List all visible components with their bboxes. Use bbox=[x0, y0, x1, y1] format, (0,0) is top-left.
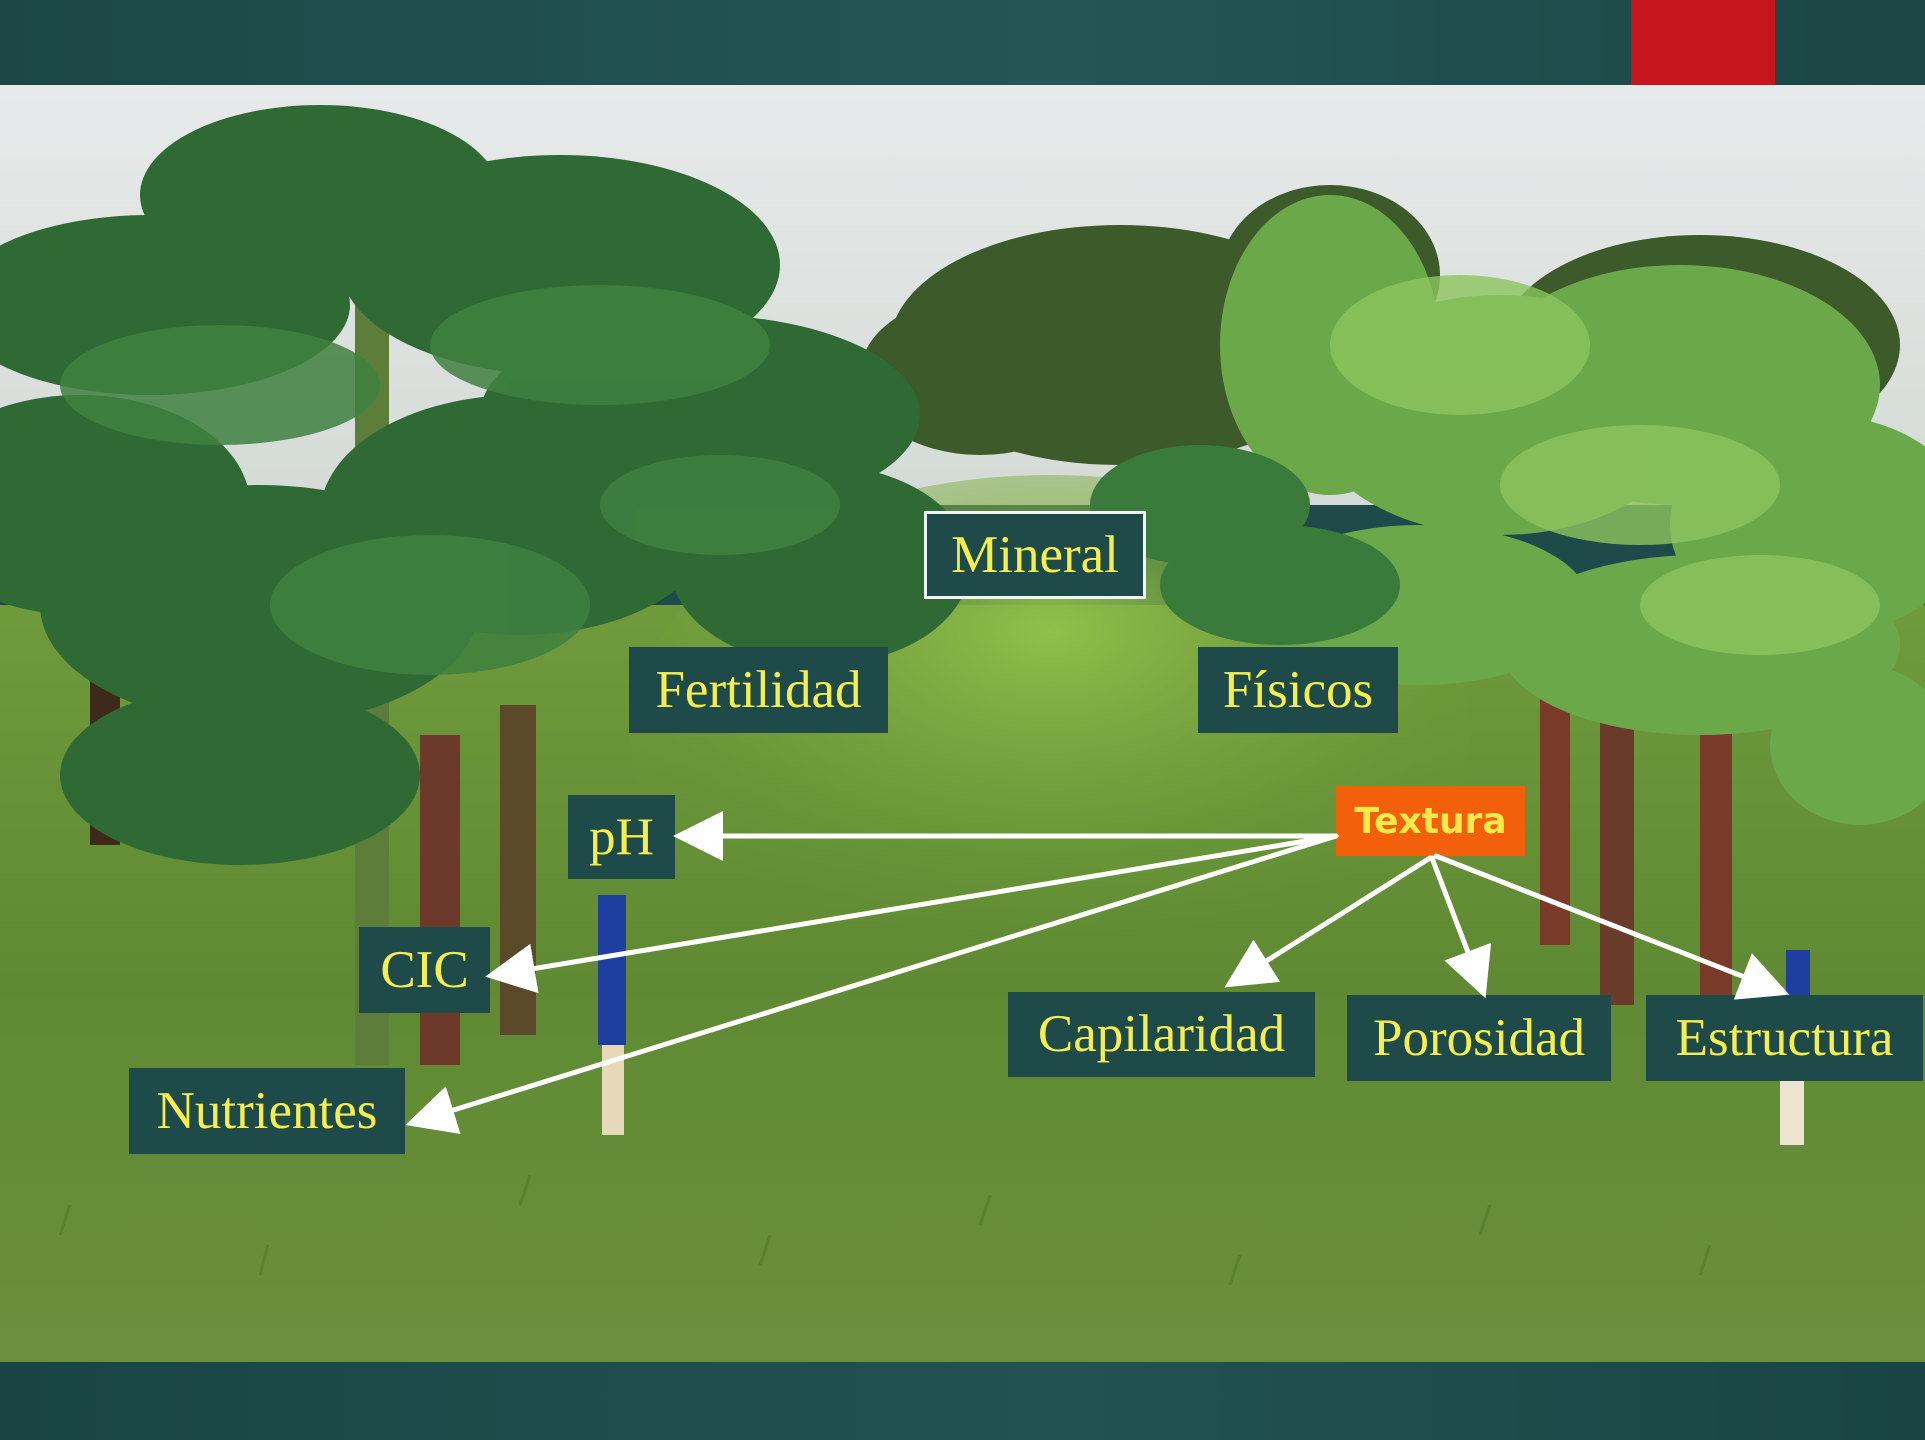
label-estructura: Estructura bbox=[1646, 995, 1923, 1081]
banana-plantation-photo bbox=[0, 85, 1925, 1362]
label-ph: pH bbox=[568, 795, 675, 879]
label-fertilidad: Fertilidad bbox=[629, 647, 888, 733]
label-fisicos: Físicos bbox=[1198, 647, 1398, 733]
label-capilaridad: Capilaridad bbox=[1008, 992, 1315, 1077]
photo-illustration bbox=[0, 85, 1925, 1362]
label-textura: Textura bbox=[1336, 786, 1525, 856]
label-cic: CIC bbox=[359, 927, 490, 1013]
top-accent-block bbox=[1631, 0, 1775, 85]
label-porosidad: Porosidad bbox=[1347, 995, 1611, 1081]
label-nutrientes: Nutrientes bbox=[129, 1068, 405, 1154]
bottom-band bbox=[0, 1362, 1925, 1440]
label-mineral: Mineral bbox=[924, 511, 1146, 599]
